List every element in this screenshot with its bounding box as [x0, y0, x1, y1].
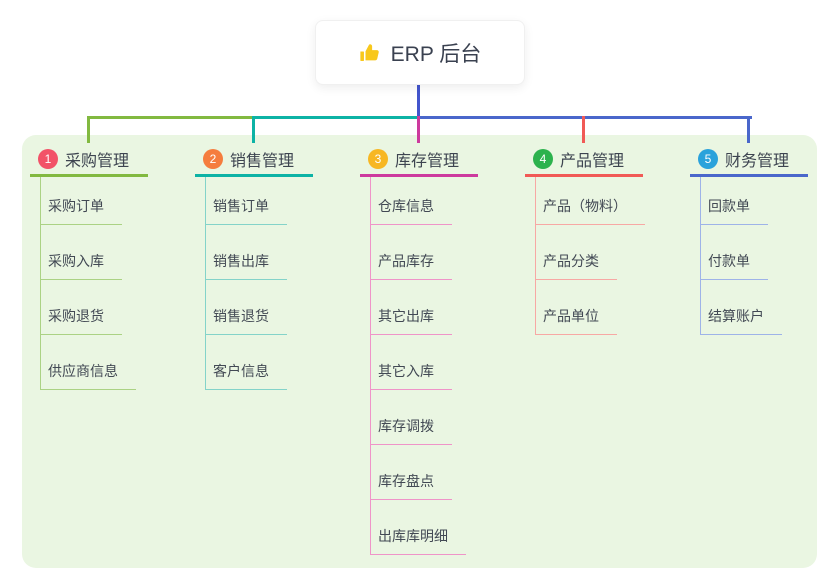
connector-segment-blue [419, 116, 752, 119]
branch-children: 仓库信息产品库存其它出库其它入库库存调拨库存盘点出库库明细 [370, 177, 478, 555]
root-label: ERP 后台 [390, 42, 482, 66]
branches-background-panel [22, 135, 817, 568]
child-node[interactable]: 库存调拨 [371, 390, 452, 445]
child-node[interactable]: 回款单 [701, 177, 768, 225]
branch-number-badge: 5 [698, 148, 718, 169]
branch-drop-line [252, 116, 255, 143]
child-node[interactable]: 产品单位 [536, 280, 617, 335]
branch-title-node[interactable]: 5 财务管理 [690, 143, 808, 177]
child-node[interactable]: 采购退货 [41, 280, 122, 335]
branch: 3 库存管理 仓库信息产品库存其它出库其它入库库存调拨库存盘点出库库明细 [360, 143, 478, 555]
branch-number-badge: 3 [368, 148, 388, 169]
branch-children: 回款单付款单结算账户 [700, 177, 808, 335]
child-node[interactable]: 供应商信息 [41, 335, 136, 390]
branch-drop-line [87, 116, 90, 143]
branch-title-node[interactable]: 3 库存管理 [360, 143, 478, 177]
child-node[interactable]: 产品库存 [371, 225, 452, 280]
child-node[interactable]: 仓库信息 [371, 177, 452, 225]
branch-children: 产品（物料）产品分类产品单位 [535, 177, 645, 335]
branch: 2 销售管理 销售订单销售出库销售退货客户信息 [195, 143, 313, 390]
child-node[interactable]: 其它出库 [371, 280, 452, 335]
child-node[interactable]: 结算账户 [701, 280, 782, 335]
branch-title-node[interactable]: 2 销售管理 [195, 143, 313, 177]
branch-children: 销售订单销售出库销售退货客户信息 [205, 177, 313, 390]
child-node[interactable]: 销售退货 [206, 280, 287, 335]
thumbs-up-icon [359, 42, 381, 64]
branch-number-badge: 4 [533, 148, 553, 169]
child-node[interactable]: 销售出库 [206, 225, 287, 280]
connector-segment-green [87, 116, 254, 119]
branch-label: 财务管理 [725, 152, 790, 170]
branch-drop-line [417, 116, 420, 143]
child-node[interactable]: 采购入库 [41, 225, 122, 280]
child-node[interactable]: 客户信息 [206, 335, 287, 390]
connector-segment-teal [254, 116, 419, 119]
branch-number-badge: 2 [203, 148, 223, 169]
branch-label: 销售管理 [230, 152, 295, 170]
child-node[interactable]: 出库库明细 [371, 500, 466, 555]
branch-drop-line [582, 116, 585, 143]
branch-label: 库存管理 [395, 152, 460, 170]
branch-number-badge: 1 [38, 148, 58, 169]
root-connector-line [417, 83, 420, 119]
child-node[interactable]: 销售订单 [206, 177, 287, 225]
branch-label: 产品管理 [560, 152, 625, 170]
child-node[interactable]: 其它入库 [371, 335, 452, 390]
branch-label: 采购管理 [65, 152, 130, 170]
branch: 4 产品管理 产品（物料）产品分类产品单位 [525, 143, 645, 335]
child-node[interactable]: 采购订单 [41, 177, 122, 225]
branch: 1 采购管理 采购订单采购入库采购退货供应商信息 [30, 143, 148, 390]
root-node[interactable]: ERP 后台 [315, 20, 525, 85]
child-node[interactable]: 库存盘点 [371, 445, 452, 500]
branch-children: 采购订单采购入库采购退货供应商信息 [40, 177, 148, 390]
child-node[interactable]: 产品（物料） [536, 177, 645, 225]
branch-title-node[interactable]: 4 产品管理 [525, 143, 643, 177]
branch-drop-line [747, 116, 750, 143]
branch: 5 财务管理 回款单付款单结算账户 [690, 143, 808, 335]
child-node[interactable]: 付款单 [701, 225, 768, 280]
child-node[interactable]: 产品分类 [536, 225, 617, 280]
branch-title-node[interactable]: 1 采购管理 [30, 143, 148, 177]
